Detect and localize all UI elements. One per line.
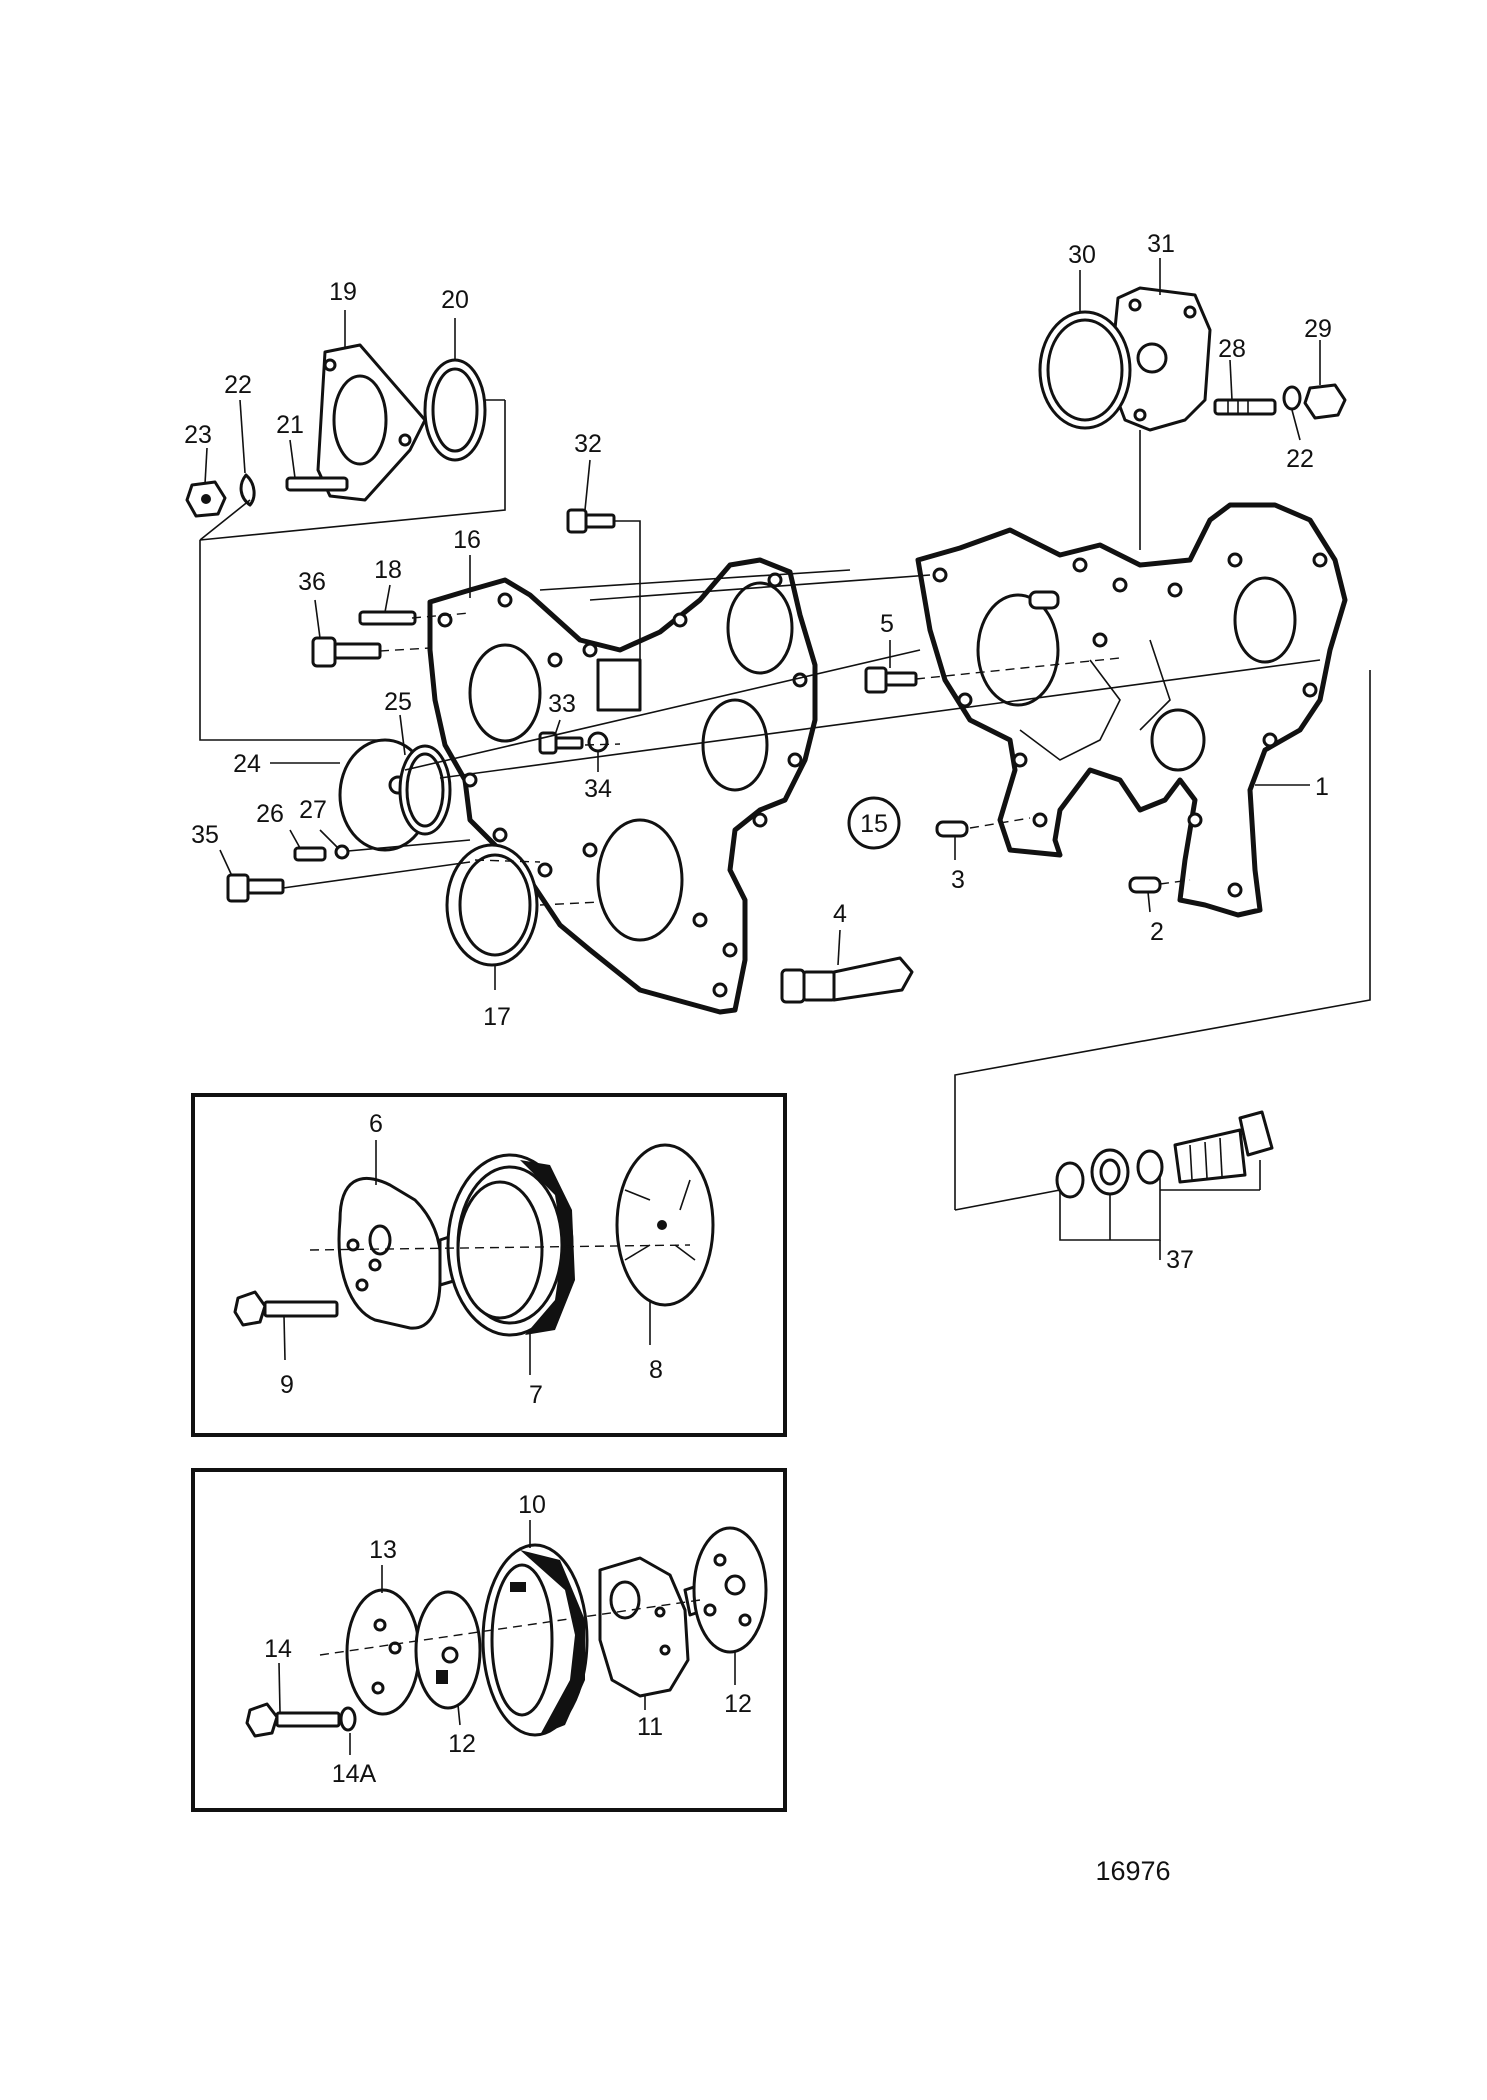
label-32: 32 [574, 430, 602, 458]
part-11-hub [598, 1556, 707, 1698]
label-22-left: 22 [224, 371, 252, 399]
part-25-o-ring [398, 744, 452, 836]
part-29-nut [1303, 383, 1347, 420]
part-16-front-cover [427, 557, 818, 1015]
part-12-shim-left [414, 1590, 482, 1710]
part-17-crank-seal [445, 843, 539, 967]
part-26-bolt [293, 846, 327, 862]
label-33: 33 [548, 690, 576, 718]
label-3: 3 [951, 866, 965, 894]
label-6: 6 [369, 1110, 383, 1138]
label-11: 11 [637, 1713, 663, 1741]
label-18: 18 [374, 556, 402, 584]
label-14: 14 [264, 1635, 292, 1663]
label-31: 31 [1147, 230, 1175, 258]
box-crank-gear-assembly [191, 1468, 787, 1812]
label-22-right: 22 [1286, 445, 1314, 473]
part-22-lock-washer [239, 473, 256, 507]
label-17: 17 [483, 1003, 511, 1031]
label-12-left: 12 [448, 1730, 476, 1758]
part-8-plate [615, 1143, 715, 1307]
part-9-bolt [233, 1290, 339, 1327]
label-37: 37 [1166, 1246, 1194, 1274]
label-24: 24 [233, 750, 261, 778]
label-16: 16 [453, 526, 481, 554]
part-2-dowel-pin [1128, 876, 1162, 894]
label-12-right: 12 [724, 1690, 752, 1718]
part-5-bolt [864, 666, 918, 694]
label-28: 28 [1218, 335, 1246, 363]
document-number: 16976 [1095, 1856, 1170, 1886]
part-number-labels: 1 2 3 4 5 6 7 8 9 10 11 12 12 13 14 14A … [184, 230, 1332, 1788]
part-6-hub [337, 1176, 464, 1330]
part-12-shim-right [692, 1526, 768, 1654]
label-14a: 14A [332, 1760, 377, 1788]
part-7-sprocket [446, 1153, 575, 1337]
leader-lines-upper [199, 258, 1371, 1260]
label-35: 35 [191, 821, 219, 849]
part-23-nut [185, 480, 227, 518]
part-36-bolt [311, 636, 382, 668]
part-37-sensor-assembly [1055, 1110, 1274, 1199]
part-30-o-ring [1038, 310, 1132, 430]
box-camshaft-gear-assembly [191, 1093, 787, 1437]
part-22-lock-washer-right [1282, 385, 1302, 411]
part-10-gear [481, 1543, 589, 1737]
part-32-bolt [566, 508, 616, 534]
label-26: 26 [256, 800, 284, 828]
part-33-bolt [538, 731, 584, 755]
part-34-washer [587, 731, 609, 753]
label-8: 8 [649, 1356, 663, 1384]
part-1-timing-housing [915, 502, 1348, 918]
label-25: 25 [384, 688, 412, 716]
label-29: 29 [1304, 315, 1332, 343]
label-20: 20 [441, 286, 469, 314]
part-35-bolt [226, 873, 285, 903]
label-27: 27 [299, 796, 327, 824]
part-15-marker [847, 796, 901, 850]
part-13-disc [345, 1588, 421, 1716]
part-18-stud [358, 610, 417, 626]
part-27-washer [334, 844, 350, 860]
label-34: 34 [584, 775, 612, 803]
label-30: 30 [1068, 241, 1096, 269]
label-1: 1 [1315, 773, 1329, 801]
label-2: 2 [1150, 918, 1164, 946]
part-21-stud [285, 476, 349, 492]
label-19: 19 [329, 278, 357, 306]
label-36: 36 [298, 568, 326, 596]
label-10: 10 [518, 1491, 546, 1519]
part-14a-washer [339, 1706, 357, 1732]
part-4-sealant-tube [780, 956, 914, 1004]
part-3-dowel-pin [935, 820, 969, 838]
part-28-stud [1213, 398, 1277, 416]
label-15: 15 [860, 810, 888, 838]
label-7: 7 [529, 1381, 543, 1409]
label-21: 21 [276, 411, 304, 439]
part-14-bolt [245, 1702, 341, 1738]
part-20-sealing-ring [423, 358, 487, 462]
label-5: 5 [880, 610, 894, 638]
label-23: 23 [184, 421, 212, 449]
label-9: 9 [280, 1371, 294, 1399]
label-4: 4 [833, 900, 847, 928]
label-13: 13 [369, 1536, 397, 1564]
